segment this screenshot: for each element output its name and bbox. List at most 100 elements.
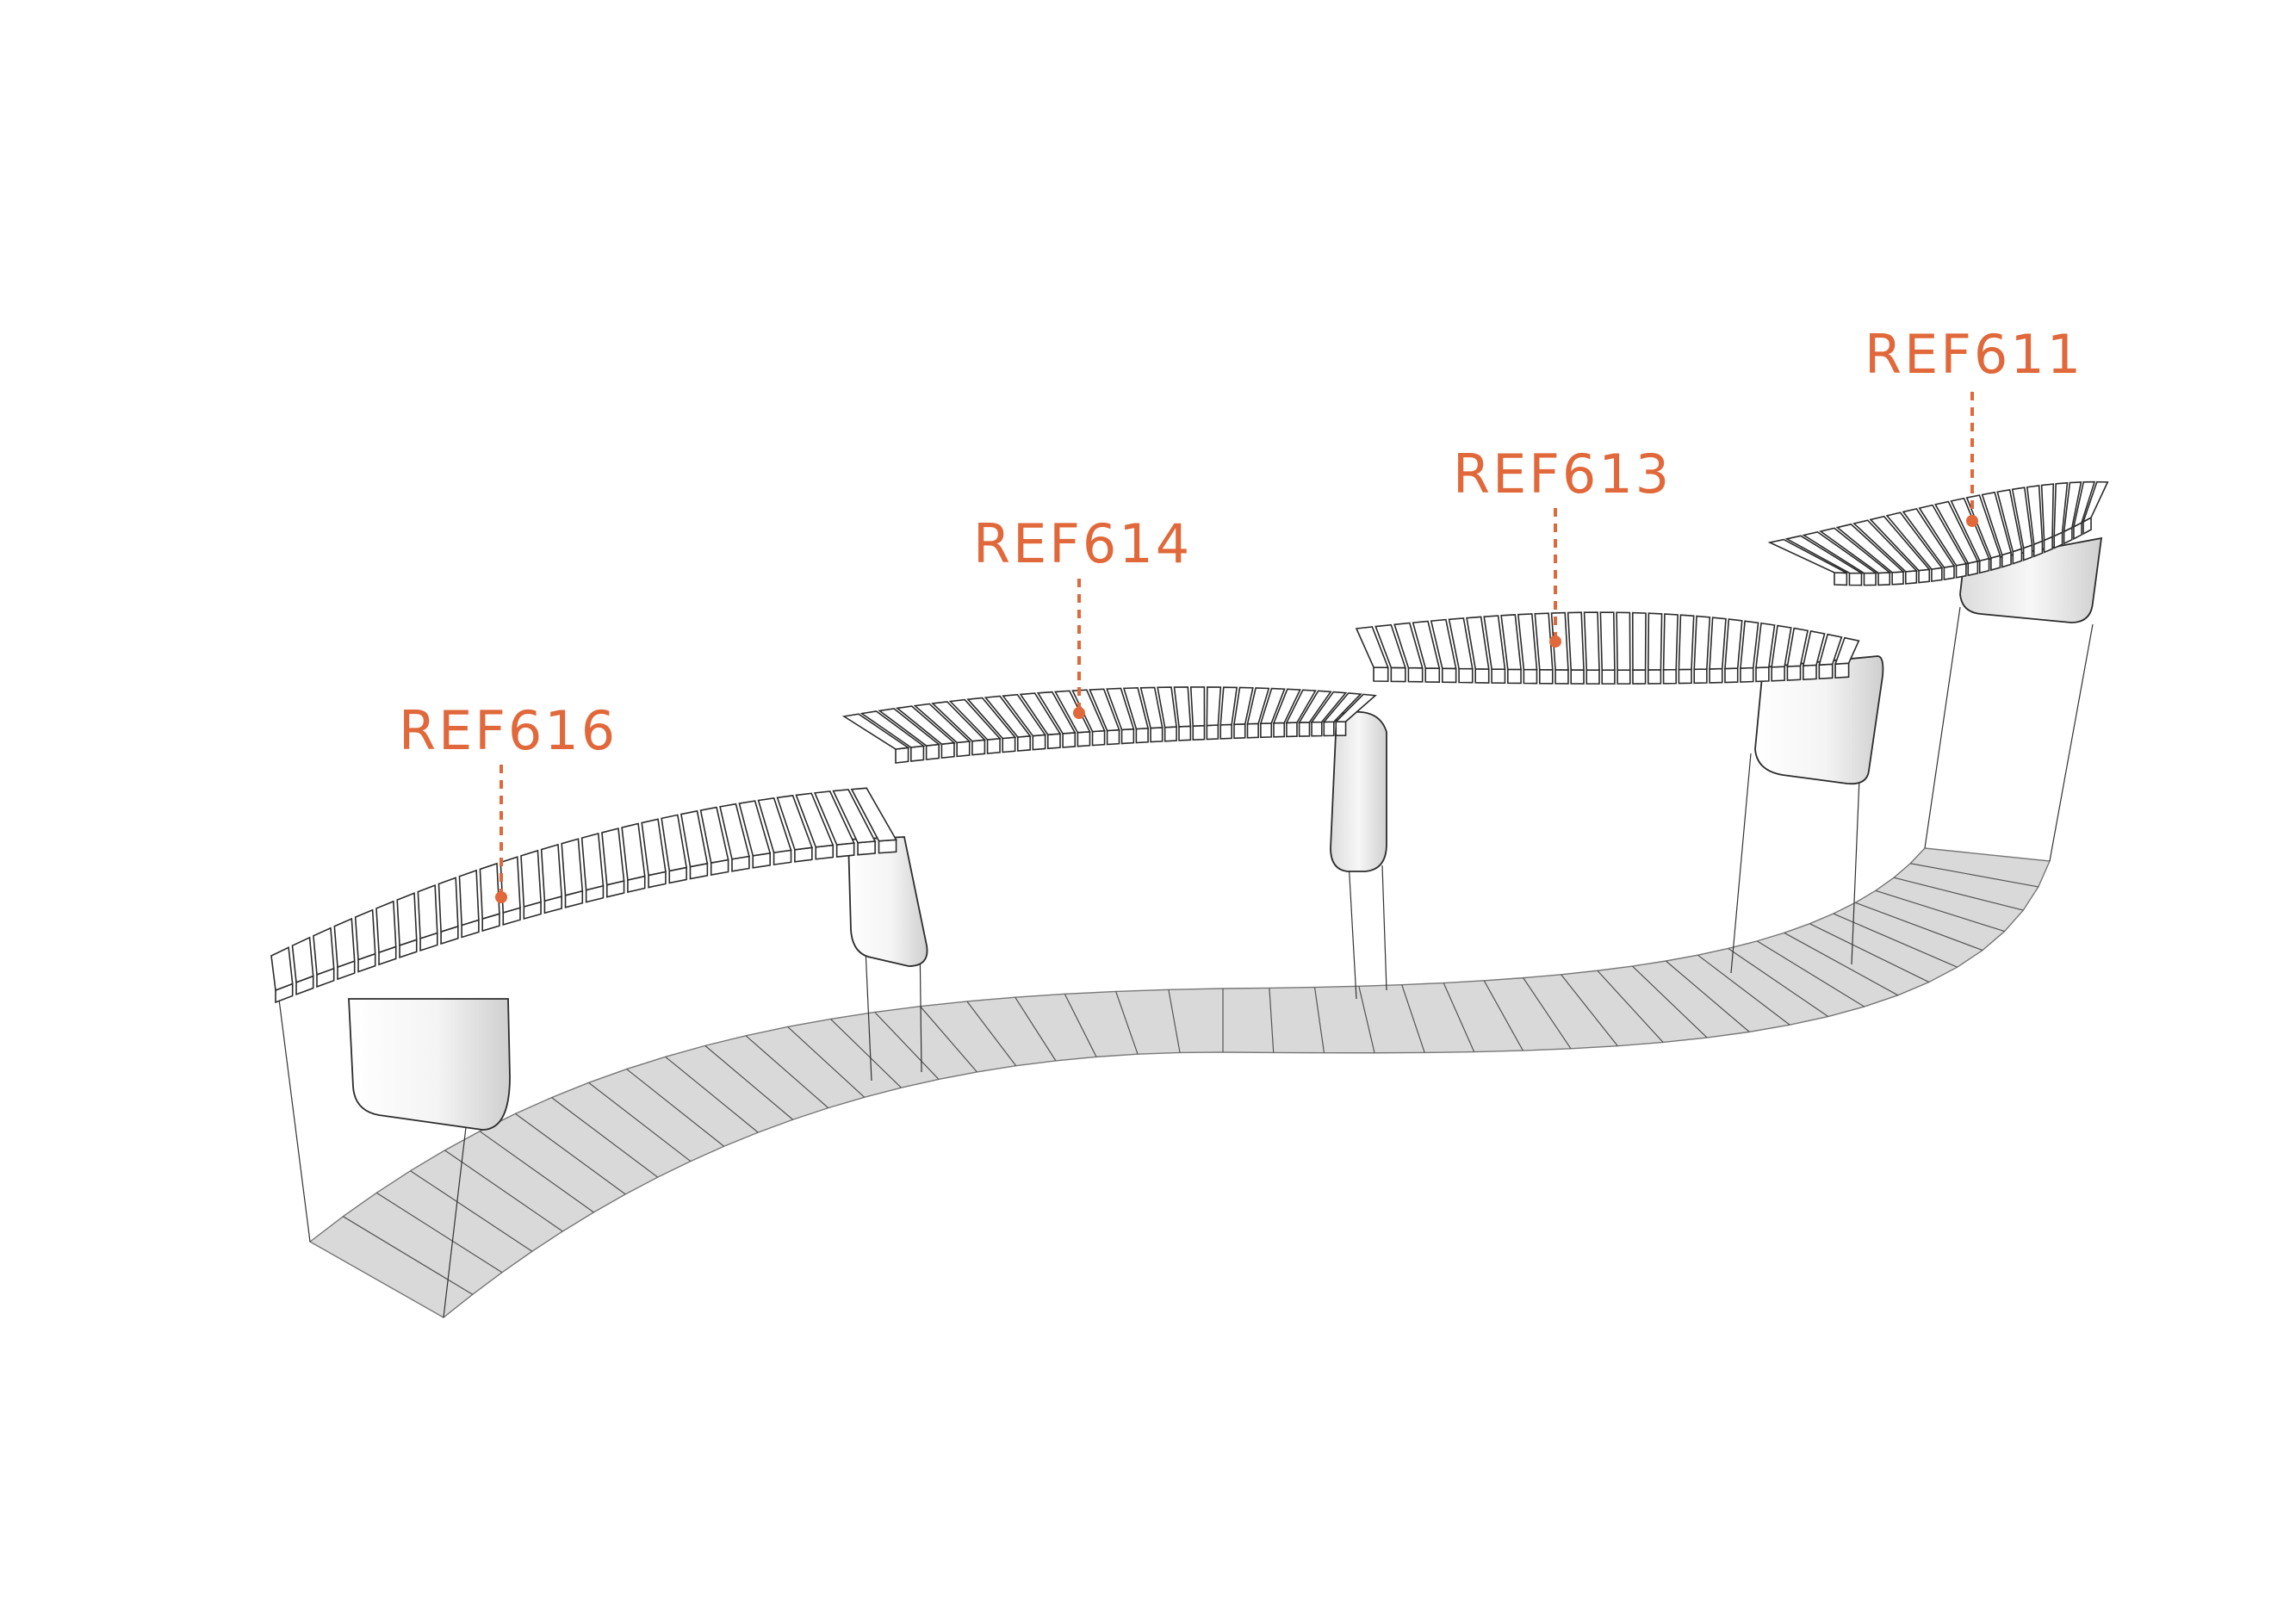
seat-slat	[931, 701, 987, 742]
seat-slat-edge	[1918, 568, 1931, 584]
callout-leader-dot	[1073, 707, 1085, 719]
seat-slat	[661, 814, 688, 872]
seat-slat	[291, 936, 314, 983]
seat-slat	[1334, 693, 1377, 723]
seat-slat-edge	[1192, 724, 1206, 741]
seat-slat	[719, 803, 750, 860]
seat-slat-edge	[1150, 727, 1164, 743]
seat-slat-edge	[1786, 665, 1802, 681]
seat-slat	[1567, 611, 1585, 671]
seat-slat-edge	[1407, 666, 1424, 683]
seat-slat	[1089, 688, 1120, 732]
seat-slat-edge	[1848, 572, 1863, 586]
seat-slat	[580, 832, 605, 891]
seat-slat-edge	[1219, 723, 1232, 740]
seat-slat	[859, 710, 926, 748]
seat-slat-edge	[1648, 669, 1662, 685]
seat-slat	[641, 818, 667, 877]
seat-slat	[1662, 613, 1679, 671]
seat-slat-edge	[1570, 669, 1585, 685]
seat-slat-edge	[1246, 722, 1259, 739]
floor-segment-line	[1597, 970, 1664, 1043]
seat-slat	[1054, 690, 1091, 734]
label-ref616: REF616	[399, 699, 617, 762]
seat-slat-edge	[956, 741, 971, 758]
support-ref616-right	[847, 836, 928, 967]
seat-slat	[1802, 630, 1826, 666]
floor-segment-line	[551, 1097, 659, 1178]
seat-slat	[1918, 504, 1968, 567]
seat-slat	[795, 792, 835, 848]
projection-guide-line	[1348, 860, 1357, 1000]
seat-slat	[1412, 620, 1441, 669]
seat-slat	[738, 800, 772, 857]
floor-segment-line	[1443, 982, 1475, 1052]
floor-segment-line	[1015, 996, 1057, 1062]
seat-slat-edge	[1724, 667, 1739, 684]
seat-slat-edge	[1877, 572, 1891, 586]
seat-slat-edge	[1441, 667, 1457, 684]
seat-slat-edge	[1818, 663, 1834, 680]
seat-slat	[1678, 614, 1695, 671]
seat-slat	[1599, 611, 1616, 671]
floor-segment-line	[444, 1150, 563, 1232]
seat-slat	[757, 797, 792, 854]
seat-slat-edge	[878, 839, 897, 854]
seat-slat-edge	[1491, 668, 1506, 685]
seat-slat	[1996, 488, 2023, 553]
seat-slat	[1393, 622, 1424, 669]
seat-slat	[1616, 611, 1631, 671]
seat-slat	[601, 827, 625, 886]
seat-slat	[1902, 507, 1956, 568]
seat-slat-edge	[1164, 726, 1177, 742]
floor-segment-line	[515, 1113, 626, 1195]
seat-slat	[1355, 626, 1389, 669]
floor-segment-line	[1665, 960, 1750, 1032]
seat-slat	[500, 856, 521, 914]
floor-segment-line	[626, 1069, 725, 1147]
floor-segment-line	[588, 1082, 692, 1162]
seat-slat	[1259, 687, 1286, 725]
floor-surface	[308, 847, 2051, 1318]
seat-slat	[1157, 686, 1177, 728]
seat-slat	[1206, 686, 1222, 727]
seat-slat	[1835, 523, 1905, 573]
floor-segment-line	[745, 1035, 829, 1109]
floor-segment-line	[1269, 988, 1275, 1053]
seat-slat-edge	[1740, 666, 1754, 683]
seat-slat-edge	[1062, 732, 1077, 748]
seat-slat	[1981, 491, 2013, 556]
support-ref613-right	[1754, 655, 1884, 785]
seat-slat	[895, 705, 956, 746]
seat-slat-edge	[857, 840, 876, 856]
floor-segment-line	[1401, 984, 1425, 1053]
seat-slat	[984, 695, 1032, 738]
seat-slat-edge	[910, 745, 925, 762]
seat-slat	[479, 862, 500, 920]
floor-segment-line	[830, 1018, 902, 1088]
seat-slat	[1246, 687, 1270, 725]
seat-slat	[2053, 481, 2069, 537]
seat-slat	[1771, 624, 1792, 668]
seat-slat	[841, 713, 910, 750]
seat-slat-edge	[1120, 728, 1135, 745]
callout-leader-dot	[495, 891, 507, 903]
seat-slat	[1233, 686, 1254, 726]
seat-slat	[966, 697, 1017, 740]
seat-slat	[270, 946, 294, 992]
floor-segment-line	[966, 1001, 1017, 1067]
seat-slat-edge	[1538, 668, 1554, 685]
seat-slat-edge	[1178, 725, 1192, 741]
seat-slat	[1802, 531, 1878, 574]
seat-slat-edge	[1617, 669, 1631, 685]
seat-slat	[1767, 538, 1847, 574]
seat-slat	[1139, 686, 1164, 729]
floor-segment-line	[920, 1006, 977, 1073]
seat-slat-edge	[1206, 724, 1219, 741]
seat-slat	[540, 843, 563, 902]
projection-guide-line	[276, 985, 311, 1243]
seat-slat	[2026, 485, 2044, 546]
seat-slat	[333, 917, 356, 969]
seat-slat-edge	[925, 743, 940, 760]
seat-slat	[1189, 686, 1206, 728]
